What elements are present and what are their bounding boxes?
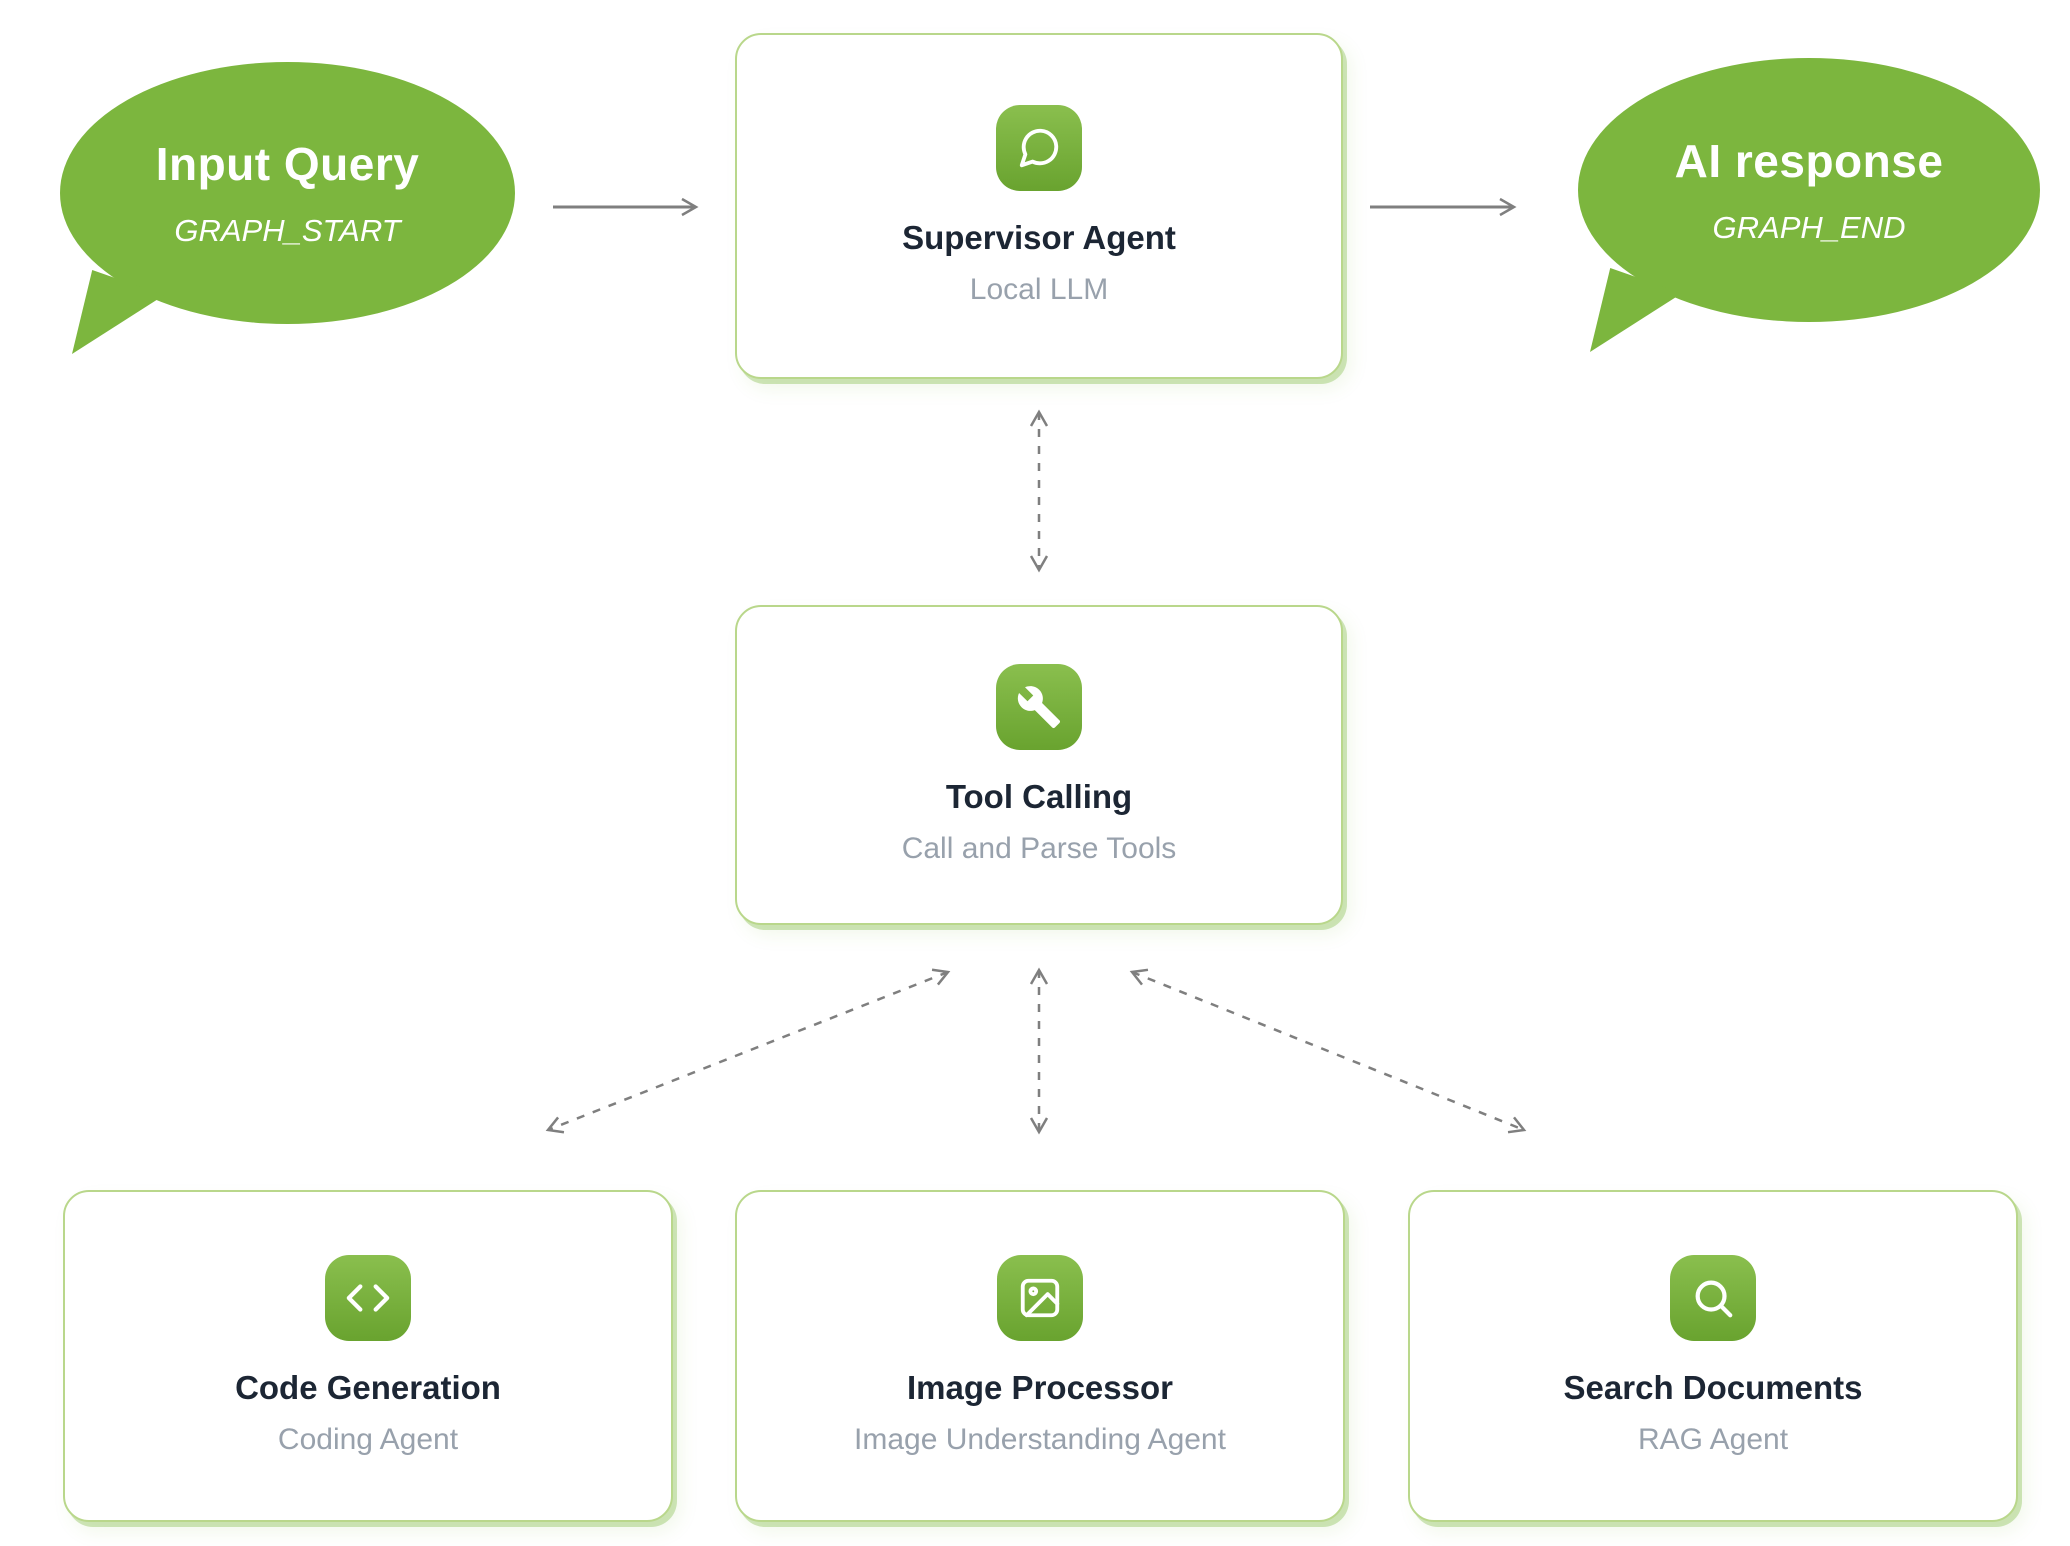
node-title: Code Generation	[235, 1369, 501, 1406]
node-code-generation: Code Generation Coding Agent	[63, 1190, 673, 1522]
node-title: Image Processor	[907, 1369, 1173, 1406]
node-subtitle: Call and Parse Tools	[901, 832, 1177, 865]
node-subtitle: Local LLM	[969, 273, 1109, 306]
node-subtitle: RAG Agent	[1637, 1423, 1789, 1456]
speech-bubble-tail	[1590, 268, 1682, 352]
node-title: Search Documents	[1563, 1369, 1863, 1406]
image-icon	[997, 1255, 1083, 1341]
arrow-toolcalling-search	[1129, 968, 1527, 1134]
bubble-subtitle: GRAPH_START	[174, 213, 401, 248]
wrench-icon	[996, 664, 1082, 750]
node-image-processor: Image Processor Image Understanding Agen…	[735, 1190, 1345, 1522]
node-tool-calling: Tool Calling Call and Parse Tools	[735, 605, 1343, 925]
speech-bubble-tail	[72, 270, 164, 354]
arrow-toolcalling-codegen	[545, 968, 951, 1134]
node-subtitle: Coding Agent	[277, 1423, 459, 1456]
node-search-documents: Search Documents RAG Agent	[1408, 1190, 2018, 1522]
chat-bubble-icon	[996, 105, 1082, 191]
node-title: Supervisor Agent	[902, 219, 1176, 256]
ai-response-bubble: AI response GRAPH_END	[1578, 58, 2040, 352]
node-title: Tool Calling	[945, 778, 1133, 815]
node-supervisor-agent: Supervisor Agent Local LLM	[735, 33, 1343, 379]
bubble-subtitle: GRAPH_END	[1712, 210, 1906, 245]
search-icon	[1670, 1255, 1756, 1341]
bubble-title: Input Query	[155, 138, 420, 190]
input-query-bubble: Input Query GRAPH_START	[60, 62, 515, 354]
code-brackets-icon	[325, 1255, 411, 1341]
bubble-title: AI response	[1674, 135, 1944, 187]
node-subtitle: Image Understanding Agent	[854, 1423, 1226, 1456]
